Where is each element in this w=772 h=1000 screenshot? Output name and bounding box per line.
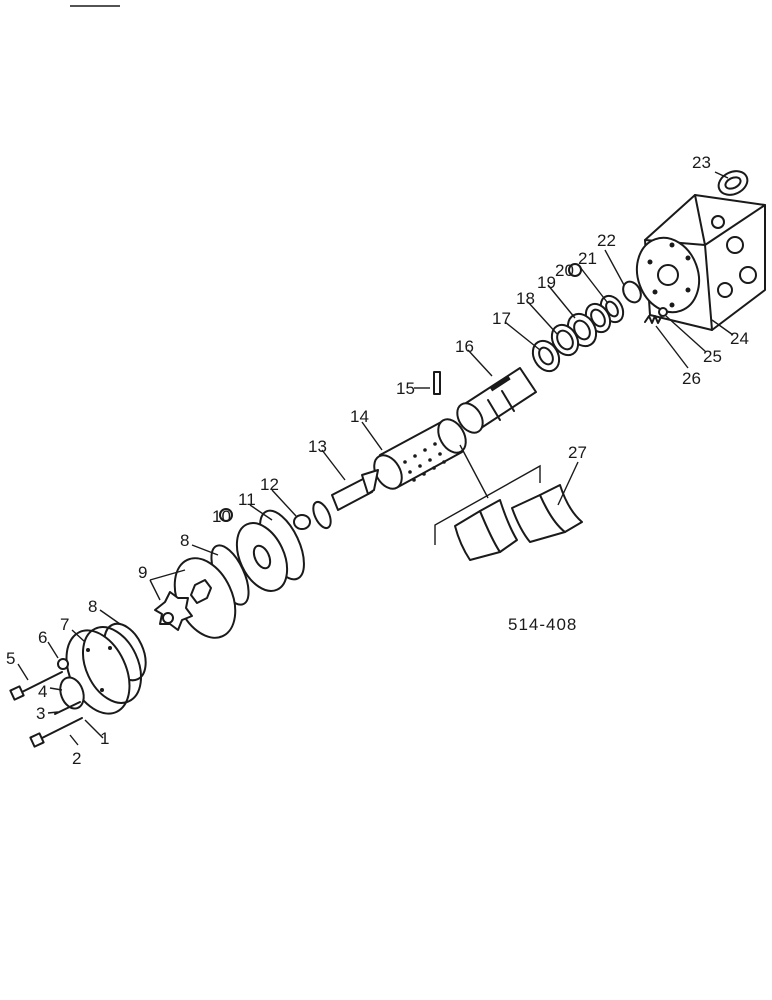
callout-13: 13 [308, 437, 327, 456]
callout-15: 15 [396, 379, 415, 398]
drawing-code: 514-408 [508, 615, 577, 634]
callout-20: 20 [555, 261, 574, 280]
callout-19: 19 [537, 273, 556, 292]
sleeve-holes [403, 442, 446, 482]
spool-part [456, 367, 537, 434]
screw-3-part [54, 701, 81, 715]
callout-17: 17 [492, 309, 511, 328]
o-ring-part [622, 280, 642, 304]
star-rotor-part [154, 591, 193, 631]
kit-bracket [434, 444, 541, 545]
bolt-5-part [9, 671, 63, 701]
name-plate-part [59, 676, 85, 710]
callout-1: 1 [100, 729, 109, 748]
callout-27: 27 [568, 443, 587, 462]
callout-12: 12 [260, 475, 279, 494]
callout-8-lower: 8 [88, 597, 97, 616]
callout-23: 23 [692, 153, 711, 172]
callout-5: 5 [6, 649, 15, 668]
callout-25: 25 [703, 347, 722, 366]
callout-22: 22 [597, 231, 616, 250]
callout-4: 4 [38, 682, 47, 701]
distributor-plate-part [235, 522, 289, 592]
check-spring-part [644, 315, 662, 324]
check-ball-part [658, 307, 668, 317]
callout-24: 24 [730, 329, 749, 348]
callout-3: 3 [36, 704, 45, 723]
callout-10: 10 [212, 507, 231, 526]
callout-16: 16 [455, 337, 474, 356]
callout-18: 18 [516, 289, 535, 308]
spacer-part [293, 514, 311, 530]
callout-7: 7 [60, 615, 69, 634]
small-ring-20 [568, 263, 582, 277]
callout-14: 14 [350, 407, 369, 426]
drive-shaft-part [312, 469, 379, 530]
callout-labels: 1 2 3 4 5 6 7 8 8 9 10 11 12 13 14 15 16… [6, 153, 749, 768]
callout-2: 2 [72, 749, 81, 768]
leader-lines [17, 171, 734, 746]
callout-9: 9 [138, 563, 147, 582]
small-ring-10 [219, 508, 233, 522]
bearing-segments-part [454, 484, 583, 561]
sleeve-part [373, 418, 467, 490]
callout-11: 11 [238, 490, 256, 509]
callout-6: 6 [38, 628, 47, 647]
washer-part [57, 658, 69, 670]
pin-part [433, 371, 441, 395]
bolt-2-part [29, 717, 83, 748]
callout-26: 26 [682, 369, 701, 388]
callout-8-upper: 8 [180, 531, 189, 550]
callout-21: 21 [578, 249, 597, 268]
valve-body-part [635, 194, 766, 331]
nut-part [717, 170, 749, 196]
seal-bearing-stack [531, 294, 625, 373]
valve-body-bolt-holes [647, 242, 691, 308]
